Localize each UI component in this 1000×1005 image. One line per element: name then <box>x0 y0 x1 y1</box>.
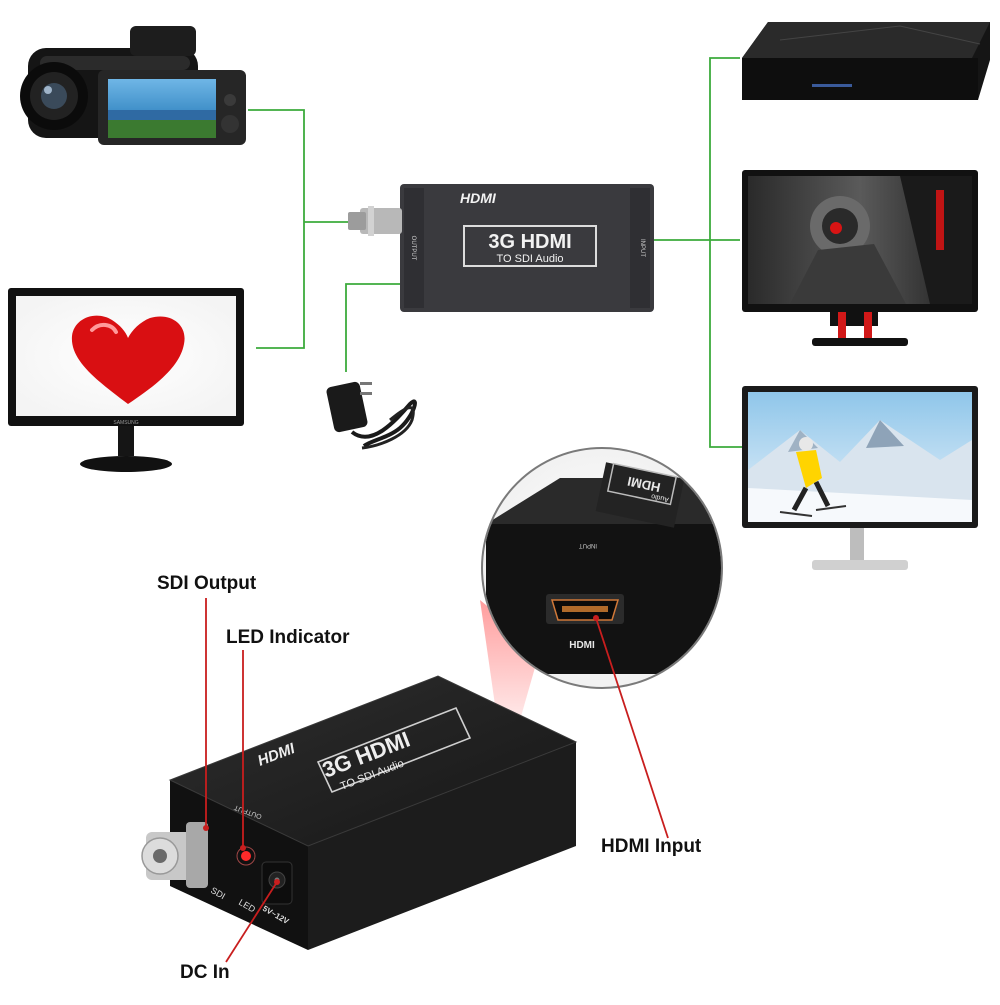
zoom-inset: HDMI Audio INPUT HDMI <box>481 447 723 689</box>
inset-brand: HDMI <box>626 474 662 496</box>
bluray-player-icon <box>742 22 990 100</box>
tv-brand-label: SAMSUNG <box>113 420 138 426</box>
dc-in-callout-line <box>225 881 278 963</box>
converter-top: HDMI 3G HDMI TO SDI Audio OUTPUT INPUT <box>348 184 654 312</box>
monitor-icon <box>742 386 978 570</box>
sdi-output-label: SDI Output <box>157 573 257 594</box>
converter-top-input-label: INPUT <box>639 239 645 257</box>
inset-subtitle: Audio <box>651 492 670 503</box>
power-connector <box>345 283 402 372</box>
displays-connector <box>654 57 742 448</box>
converter-top-brand: HDMI <box>460 190 497 206</box>
led-indicator-label: LED Indicator <box>226 627 350 648</box>
converter-bottom: HDMI 3G HDMI TO SDI Audio OUTPUT SDI LED… <box>141 675 578 950</box>
dc-in-label: DC In <box>180 962 230 983</box>
converter-top-output-label: OUTPUT <box>410 236 416 261</box>
camcorder-connector <box>248 109 305 349</box>
monitor-icon <box>742 170 978 346</box>
hdmi-input-label: HDMI Input <box>601 836 702 857</box>
heart-icon <box>71 315 185 404</box>
inset-hdmi-port-label: HDMI <box>569 640 595 651</box>
callout-lines <box>205 598 669 963</box>
tv-icon: SAMSUNG <box>8 288 244 472</box>
hdmi-input-callout-line <box>595 617 669 839</box>
converter-top-subtitle: TO SDI Audio <box>496 253 563 265</box>
callout-dots <box>203 615 599 885</box>
power-adapter-icon <box>326 381 417 450</box>
converter-top-title: 3G HDMI <box>488 231 571 253</box>
inset-input-label: INPUT <box>579 542 597 548</box>
connector-lines <box>248 57 742 448</box>
camcorder-icon <box>20 26 246 145</box>
